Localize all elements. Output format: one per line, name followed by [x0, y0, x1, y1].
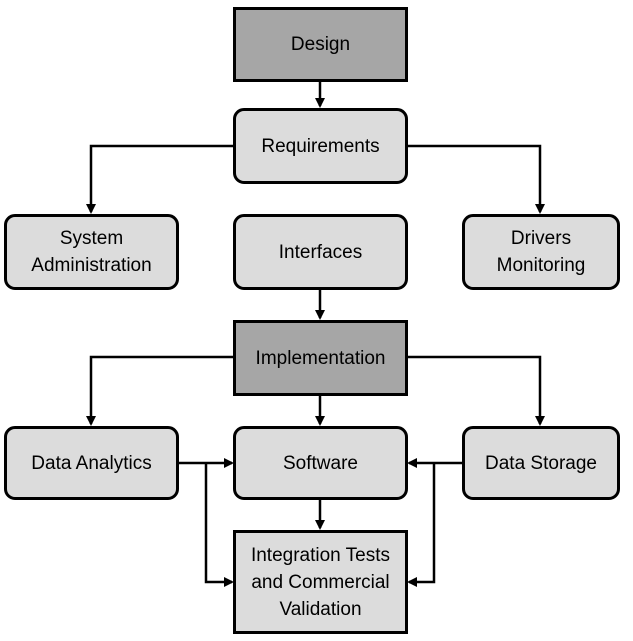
node-data-analytics: Data Analytics: [4, 426, 179, 500]
node-requirements-label: Requirements: [261, 135, 380, 157]
arrow-data-storage-to-integration: [407, 463, 436, 587]
node-interfaces: Interfaces: [233, 214, 408, 290]
node-integration-label: Integration Tests and Commercial Validat…: [250, 544, 391, 620]
node-drivers-monitoring: Drivers Monitoring: [462, 214, 620, 290]
arrow-implementation-to-data-storage: [407, 355, 545, 426]
node-system-administration: System Administration: [4, 214, 179, 290]
node-design: Design: [233, 7, 408, 82]
node-requirements: Requirements: [233, 108, 408, 184]
arrow-requirements-to-system-administration: [86, 144, 234, 214]
node-interfaces-label: Interfaces: [278, 241, 363, 263]
node-design-label: Design: [290, 34, 351, 55]
node-software-label: Software: [283, 452, 358, 474]
node-data-analytics-label: Data Analytics: [31, 452, 152, 474]
node-integration: Integration Tests and Commercial Validat…: [233, 530, 408, 634]
arrow-data-analytics-to-integration: [204, 463, 234, 587]
node-implementation-label: Implementation: [255, 347, 386, 369]
node-data-storage: Data Storage: [462, 426, 620, 500]
node-system-administration-label: System Administration: [31, 228, 152, 276]
node-drivers-monitoring-label: Drivers Monitoring: [496, 228, 586, 276]
node-implementation: Implementation: [233, 320, 408, 396]
arrow-implementation-to-data-analytics: [86, 355, 234, 426]
node-software: Software: [233, 426, 408, 500]
arrow-requirements-to-drivers-monitoring: [407, 144, 545, 214]
node-data-storage-label: Data Storage: [485, 452, 597, 474]
